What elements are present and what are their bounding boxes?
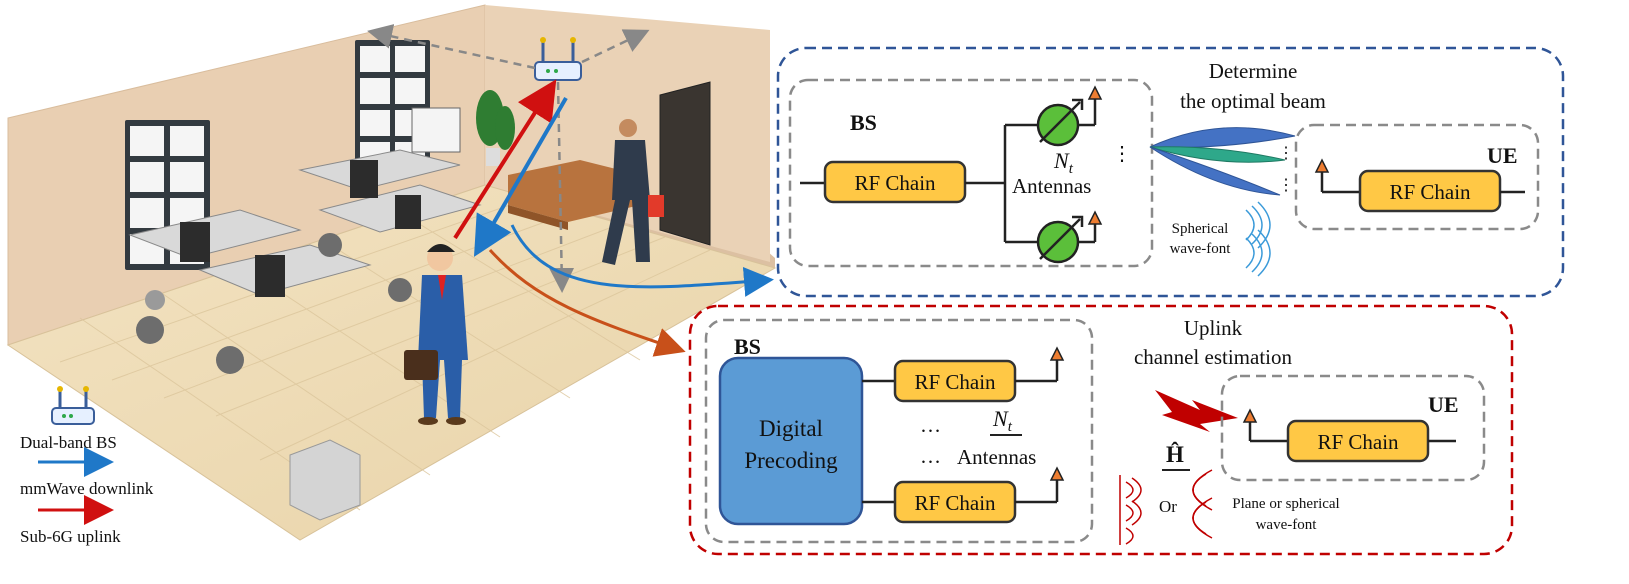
svg-text:⋮: ⋮ xyxy=(1278,177,1294,194)
top-caption-line1: Determine xyxy=(1209,59,1298,83)
spherical-wavefront-red-icon xyxy=(1192,469,1213,539)
to-bottom-panel-arrow xyxy=(488,248,686,357)
bottom-ue-antenna-icon xyxy=(1242,408,1258,423)
bottom-ue-label: UE xyxy=(1428,392,1459,417)
bottom-wavefront-line2: wave-font xyxy=(1256,517,1318,533)
wall-router-icon xyxy=(534,37,582,81)
top-nt-label: Nt xyxy=(1053,148,1074,177)
phase-shifter-bottom-icon xyxy=(1036,215,1084,264)
to-top-panel-arrow xyxy=(510,224,774,297)
digital-precoding-line2: Precoding xyxy=(744,448,838,473)
sofa xyxy=(508,160,640,230)
bottom-panel-border xyxy=(688,304,1514,556)
bottom-rf-chain-bottom-label: RF Chain xyxy=(914,491,996,515)
top-ue-antenna-icon xyxy=(1314,158,1330,173)
window-right xyxy=(355,40,430,170)
bottom-rf-chain-top-label: RF Chain xyxy=(914,370,996,394)
plant xyxy=(476,90,515,166)
top-wavefront-line1: Spherical xyxy=(1172,221,1229,237)
legend-bs-icon xyxy=(51,386,95,425)
monitors xyxy=(180,160,421,297)
bottom-antennas-label: Antennas xyxy=(957,445,1036,469)
antenna-bottom-icon xyxy=(1087,210,1103,225)
top-caption-line2: the optimal beam xyxy=(1180,89,1326,113)
bottom-bs-box xyxy=(704,318,1094,544)
bottom-ue-rf-chain-label: RF Chain xyxy=(1317,430,1399,454)
bottom-dots-lower: … xyxy=(920,444,941,468)
top-vertical-dots: ⋮ xyxy=(1112,143,1132,165)
bottom-antenna-top-icon xyxy=(1049,346,1065,361)
top-bs-box xyxy=(788,78,1154,268)
walking-person xyxy=(602,119,664,265)
lightning-icon xyxy=(1155,390,1238,432)
top-antennas-label: Antennas xyxy=(1012,174,1091,198)
office-scene xyxy=(6,4,777,541)
bottom-caption-line1: Uplink xyxy=(1184,316,1243,340)
plane-wavefront-icon xyxy=(1119,475,1142,545)
top-ue-rf-chain-label: RF Chain xyxy=(1389,180,1471,204)
door xyxy=(659,81,711,246)
channel-estimate-label: Ĥ xyxy=(1166,441,1184,467)
bottom-antenna-bottom-icon xyxy=(1049,466,1065,481)
floor-tiles xyxy=(59,197,711,511)
router-coverage-arrows xyxy=(367,24,650,293)
wall-screen xyxy=(411,107,461,153)
beam-pattern-icon: ⋮ ⋮ xyxy=(1149,127,1296,196)
svg-text:⋮: ⋮ xyxy=(1278,145,1294,162)
bottom-bs-label: BS xyxy=(734,334,761,359)
digital-precoding-line1: Digital xyxy=(759,416,823,441)
or-label: Or xyxy=(1159,497,1177,516)
legend-bs-label: Dual-band BS xyxy=(20,433,117,452)
user-person xyxy=(404,244,468,425)
mmwave-downlink-arrow xyxy=(473,96,568,257)
bottom-nt-label: Nt xyxy=(992,406,1013,435)
sub6g-uplink-arrow xyxy=(453,79,557,240)
top-wavefront-line2: wave-font xyxy=(1170,241,1232,257)
top-ue-label: UE xyxy=(1487,143,1518,168)
office-chairs xyxy=(136,233,412,374)
bottom-ue-box xyxy=(1220,374,1486,482)
digital-precoding-box xyxy=(718,356,864,526)
top-panel: BS RF Chain Nt ⋮ Antennas Determi xyxy=(776,46,1565,298)
top-ue-box xyxy=(1294,123,1540,231)
legend: Dual-band BS mmWave downlink Sub-6G upli… xyxy=(20,386,154,546)
bottom-wavefront-line1: Plane or spherical xyxy=(1232,496,1339,512)
antenna-top-icon xyxy=(1087,85,1103,100)
bottom-caption-line2: channel estimation xyxy=(1134,345,1293,369)
legend-uplink-label: Sub-6G uplink xyxy=(20,527,121,546)
top-rf-chain-label: RF Chain xyxy=(854,171,936,195)
bottom-dots-upper: … xyxy=(920,413,941,437)
bottom-panel: BS Digital Precoding RF Chain RF Chain …… xyxy=(688,304,1514,556)
top-bs-label: BS xyxy=(850,110,877,135)
side-cabinet xyxy=(289,439,361,521)
phase-shifter-top-icon xyxy=(1036,98,1084,147)
spherical-wavefront-icon xyxy=(1245,201,1271,277)
legend-downlink-label: mmWave downlink xyxy=(20,479,154,498)
top-panel-border xyxy=(776,46,1565,298)
